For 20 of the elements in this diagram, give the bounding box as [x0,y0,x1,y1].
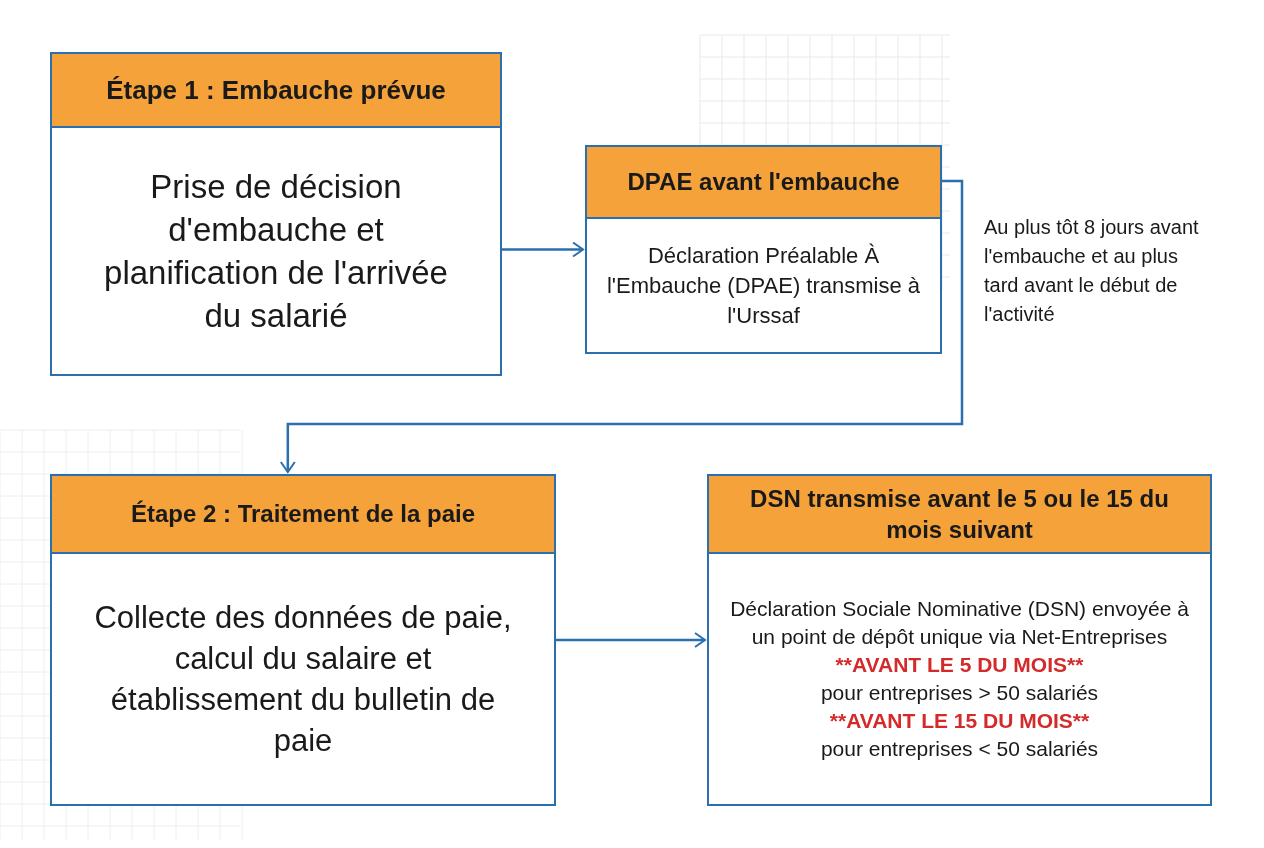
box-text: pour entreprises > 50 salariés [820,680,1099,706]
arrow [556,632,706,648]
box-text: Déclaration Préalable À l'Embauche (DPAE) transmise à l'Urssaf [605,241,922,330]
arrow [279,179,964,473]
arrow [502,241,584,258]
box-heading: DSN transmise avant le 5 ou le 15 du mois suivant [709,476,1210,554]
box-text: Prise de décision d'embauche et planification de l'arrivée du salarié [103,167,449,336]
timing-note: Au plus tôt 8 jours avant l'embauche et au plus tard avant le début de l'activité [984,215,1200,327]
process-box [585,145,942,354]
process-box [707,474,1212,806]
box-heading: DPAE avant l'embauche [587,147,940,219]
box-text: Déclaration Sociale Nominative (DSN) envoyée à un point de dépôt unique via Net-Entreprises [729,596,1190,650]
deadline-text: **AVANT LE 15 DU MOIS** [829,708,1090,734]
box-text: pour entreprises < 50 salariés [820,736,1099,762]
process-box [50,52,502,376]
box-heading: Étape 2 : Traitement de la paie [52,476,554,554]
box-text: Collecte des données de paie, calcul du salaire et établissement du bulletin de paie [93,599,513,760]
process-box [50,474,556,806]
deadline-text: **AVANT LE 5 DU MOIS** [835,652,1084,678]
box-heading: Étape 1 : Embauche prévue [52,54,500,128]
